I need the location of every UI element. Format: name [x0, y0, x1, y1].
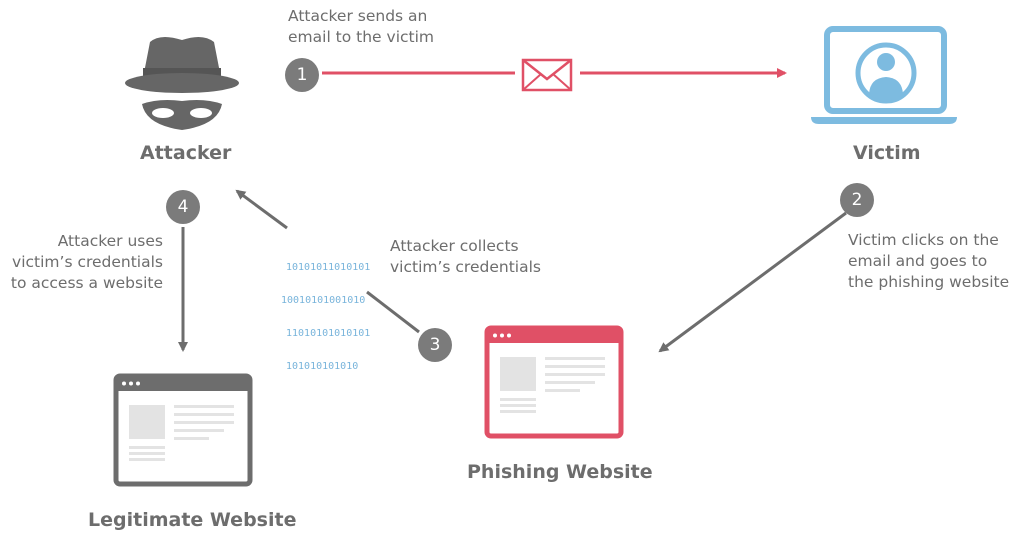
step-2-line: email and goes to: [848, 252, 988, 270]
attacker-hat-mask-icon: [125, 36, 239, 130]
step-3-line: Attacker collects: [390, 237, 519, 255]
step-2-line: Victim clicks on the: [848, 231, 999, 249]
step-2-line: the phishing website: [848, 273, 1010, 291]
step-3-description: Attacker collects victim’s credentials: [390, 236, 541, 278]
binary-line: 10101011010101: [286, 262, 371, 273]
step-3-line: victim’s credentials: [390, 258, 541, 276]
step-4-line: to access a website: [10, 274, 163, 292]
arrow-2: [658, 211, 847, 353]
laptop-user-icon: [811, 26, 957, 124]
step-1-badge: 1: [285, 58, 319, 92]
step-2-description: Victim clicks on the email and goes to t…: [848, 230, 1009, 293]
binary-line: 101010101010: [286, 361, 359, 372]
step-4-badge: 4: [166, 190, 200, 224]
attacker-label: Attacker: [140, 142, 232, 164]
binary-credentials-text: 10101011010101 10010101001010 1101010101…: [281, 240, 370, 394]
step-4-line: Attacker uses: [57, 232, 163, 250]
step-4-line: victim’s credentials: [12, 253, 163, 271]
victim-label: Victim: [853, 142, 921, 164]
step-1-description: Attacker sends an email to the victim: [288, 6, 434, 48]
binary-line: 10010101001010: [281, 295, 366, 306]
browser-window-icon: [113, 373, 253, 487]
binary-line: 11010101010101: [286, 328, 371, 339]
envelope-icon: [521, 58, 573, 92]
phishing-website-label: Phishing Website: [467, 461, 653, 483]
step-4-description: Attacker uses victim’s credentials to ac…: [0, 231, 163, 294]
browser-window-icon: [484, 325, 624, 439]
step-2-badge: 2: [840, 183, 874, 217]
step-1-line: Attacker sends an: [288, 7, 428, 25]
legitimate-website-label: Legitimate Website: [88, 509, 297, 531]
arrow-3-segment-a: [366, 290, 420, 334]
arrow-3-segment-b: [235, 189, 288, 230]
step-1-line: email to the victim: [288, 28, 435, 46]
step-3-badge: 3: [418, 328, 452, 362]
